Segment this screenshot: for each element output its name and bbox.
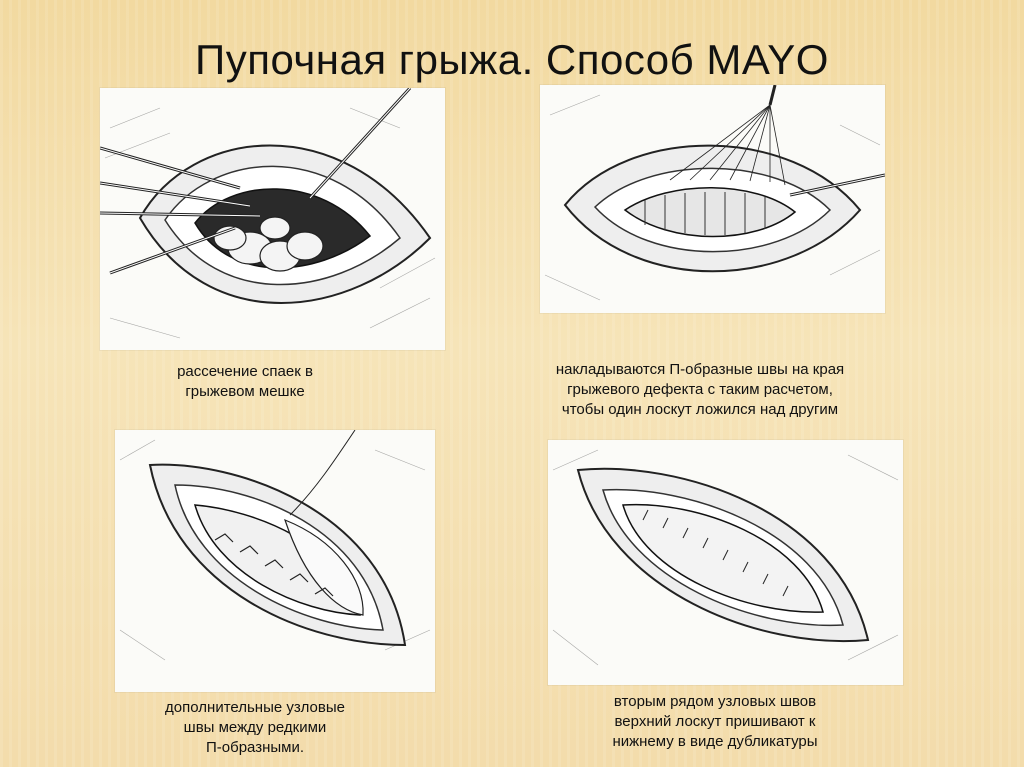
caption-2-line-2: грыжевого дефекта с таким расчетом, xyxy=(567,381,833,398)
caption-4: вторым рядом узловых швов верхний лоскут… xyxy=(560,692,870,752)
caption-1: рассечение спаек в грыжевом мешке xyxy=(120,362,370,402)
caption-2-line-1: накладываются П-образные швы на края xyxy=(555,361,845,378)
caption-3: дополнительные узловые швы между редкими… xyxy=(125,698,385,758)
illustration-duplicature-sutures xyxy=(548,440,903,685)
surgery-drawing-2 xyxy=(544,85,885,301)
surgery-drawing-4 xyxy=(552,449,899,666)
slide-title: Пупочная грыжа. Способ MAYO xyxy=(195,36,829,83)
illustration-adhesion-dissection xyxy=(100,88,445,350)
caption-3-line-2: швы между редкими xyxy=(183,719,327,736)
surgery-drawing-1 xyxy=(100,88,436,339)
caption-1-line-2: грыжевом мешке xyxy=(185,383,305,400)
illustration-u-shaped-sutures xyxy=(540,85,885,313)
caption-2: накладываются П-образные швы на края гры… xyxy=(520,360,880,420)
caption-3-line-1: дополнительные узловые xyxy=(165,699,345,716)
caption-4-line-1: вторым рядом узловых швов xyxy=(613,693,817,710)
caption-3-line-3: П-образными. xyxy=(205,739,305,756)
illustration-interrupted-sutures xyxy=(115,430,435,692)
caption-4-line-3: нижнему в виде дубликатуры xyxy=(612,733,818,750)
surgery-drawing-3 xyxy=(119,430,431,661)
caption-4-line-2: верхний лоскут пришивают к xyxy=(614,713,816,730)
caption-1-line-1: рассечение спаек в xyxy=(177,363,313,380)
caption-2-line-3: чтобы один лоскут ложился над другим xyxy=(561,401,839,418)
